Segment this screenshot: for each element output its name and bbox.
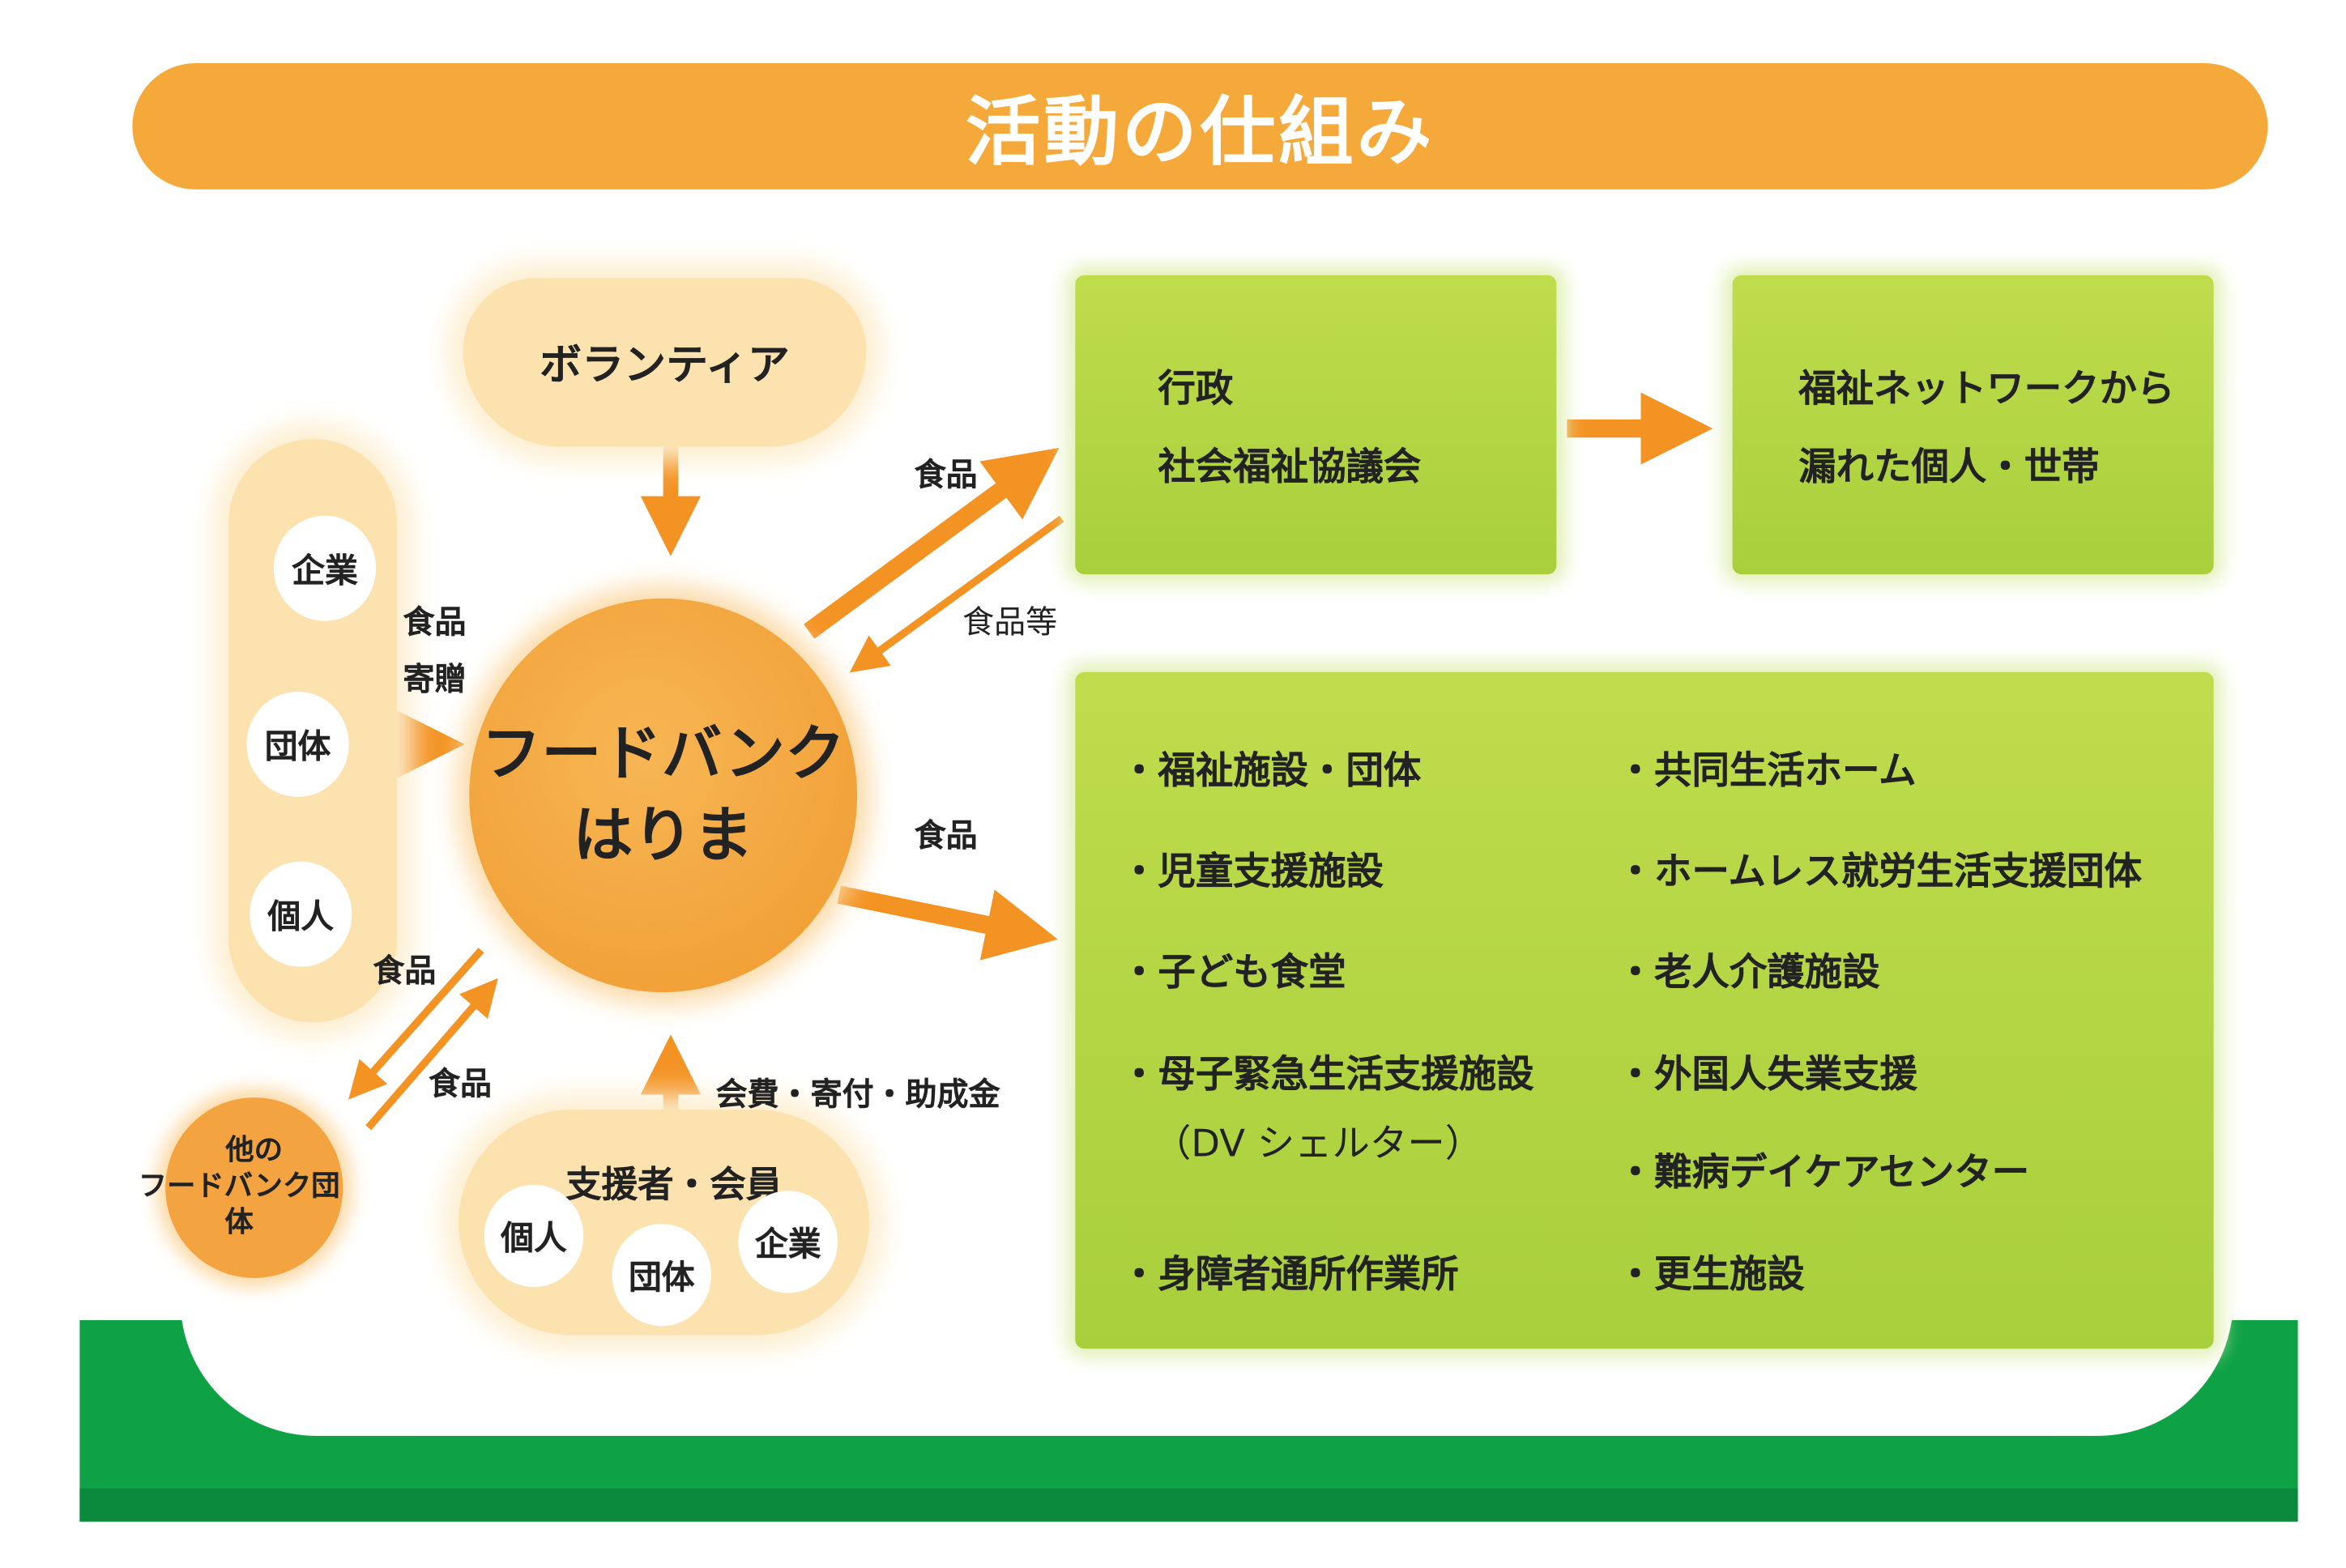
facility-item: ・福祉施設・団体 (1120, 748, 1422, 793)
volunteer-cloud: ボランティア (463, 278, 867, 447)
donation-label-line2: 寄贈 (403, 661, 467, 698)
gov-line2: 社会福祉協議会 (1158, 445, 1422, 489)
arrow-to-gov (804, 447, 1060, 639)
donor-organization: 団体 (246, 691, 349, 797)
other-in-label: 食品 (429, 1066, 493, 1102)
supporter-company: 企業 (738, 1191, 838, 1293)
facility-item: ・外国人失業支援 (1616, 1052, 1917, 1097)
other-out-label: 食品 (373, 952, 437, 990)
donation-label: 食品 寄贈 (403, 594, 467, 708)
arrow-from-other (365, 978, 498, 1131)
donor-individual: 個人 (250, 861, 352, 967)
facility-item: ・老人介護施設 (1616, 950, 1880, 995)
facilities-box: ・福祉施設・団体 ・児童支援施設 ・子ども食堂 ・母子緊急生活支援施設 （DV … (1075, 671, 2214, 1349)
network-line1: 福祉ネットワークから (1798, 366, 2175, 411)
facility-item: ・難病デイケアセンター (1616, 1150, 2030, 1194)
network-line2: 漏れた個人・世帯 (1798, 445, 2100, 489)
supporters-title: 支援者・会員 (565, 1163, 783, 1206)
other-foodbank: 他の フードバンク団体 (139, 1097, 343, 1278)
other-line2: フードバンク団体 (138, 1170, 340, 1239)
network-box: 福祉ネットワークから 漏れた個人・世帯 (1732, 275, 2214, 575)
donor-company: 企業 (273, 515, 377, 621)
foodbank-harima: フードバンク はりま (469, 598, 858, 993)
supporter-individual: 個人 (484, 1184, 584, 1288)
gov-return-label: 食品等 (962, 604, 1058, 641)
facility-item: ・児童支援施設 (1120, 849, 1384, 893)
gov-food-label: 食品 (914, 457, 978, 493)
facility-item: ・ホームレス就労生活支援団体 (1616, 849, 2143, 893)
gov-box: 行政 社会福祉協議会 (1075, 275, 1557, 575)
facility-item-note: （DV シェルター） (1153, 1121, 1483, 1165)
facility-item: ・共同生活ホーム (1616, 748, 1917, 793)
other-line1: 他の (225, 1134, 284, 1168)
facility-food-label: 食品 (914, 817, 978, 854)
donation-label-line1: 食品 (403, 604, 467, 641)
arrow-to-facilities (837, 885, 1058, 961)
funding-label: 会費・寄付・助成金 (715, 1076, 1000, 1113)
arrow-from-gov (849, 515, 1064, 673)
page-title: 活動の仕組み (132, 62, 2268, 190)
supporter-organization: 団体 (612, 1224, 712, 1327)
arrow-to-other (348, 948, 484, 1100)
facility-item: ・子ども食堂 (1120, 950, 1346, 995)
green-ground-strip (79, 1488, 2298, 1522)
facility-item: ・身障者通所作業所 (1120, 1252, 1459, 1297)
center-line1: フードバンク (481, 720, 846, 790)
facility-item: ・更生施設 (1616, 1252, 1805, 1297)
volunteer-label: ボランティア (540, 339, 790, 390)
facility-item: ・母子緊急生活支援施設 (1120, 1052, 1534, 1097)
center-line2: はりま (573, 801, 754, 871)
gov-line1: 行政 (1158, 366, 1234, 411)
